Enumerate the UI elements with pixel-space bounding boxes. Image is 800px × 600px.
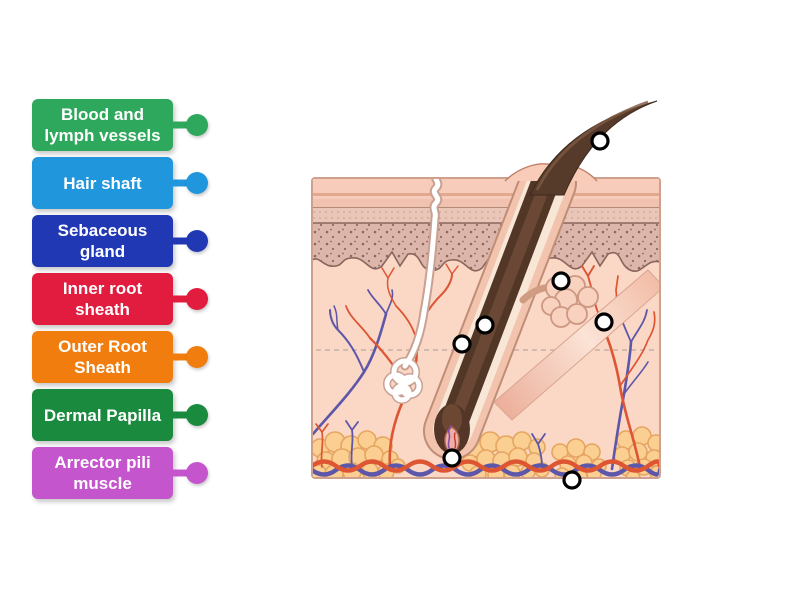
label-text: Sebaceous gland [57, 221, 148, 261]
arrector-pili-graphic [493, 269, 659, 421]
drop-target-marker[interactable] [594, 312, 614, 332]
sebaceous-gland-graphic [519, 275, 599, 328]
drop-target-markers [442, 131, 614, 490]
label-connector-stem [172, 469, 189, 477]
label-connector-stem [172, 295, 189, 303]
label-connector-dot [186, 114, 208, 136]
label-connector-dot [186, 288, 208, 310]
label-chip-dermal-papilla[interactable]: Dermal Papilla [32, 389, 208, 441]
label-chip-hair-shaft[interactable]: Hair shaft [32, 157, 208, 209]
label-connector-dot [186, 346, 208, 368]
label-chip-sebaceous-gland[interactable]: Sebaceous gland [32, 215, 208, 267]
label-connector-stem [172, 237, 189, 245]
label-connector-dot [186, 404, 208, 426]
label-connector-stem [172, 179, 189, 187]
dermal-papilla-graphic [444, 425, 460, 455]
label-text: Arrector pili muscle [54, 453, 151, 493]
hair-shaft-graphic [529, 100, 658, 196]
label-text: Inner root sheath [62, 279, 143, 319]
drop-target-marker[interactable] [562, 470, 582, 490]
label-connector-dot [186, 230, 208, 252]
label-chip-inner-root-sheath[interactable]: Inner root sheath [32, 273, 208, 325]
label-connector-stem [172, 411, 189, 419]
hair-follicle-graphic [423, 179, 577, 460]
drop-target-marker[interactable] [442, 448, 462, 468]
label-text: Hair shaft [63, 173, 142, 193]
drop-target-marker[interactable] [475, 315, 495, 335]
label-connector-dot [186, 172, 208, 194]
skin-block-border [311, 177, 661, 479]
drop-target-marker[interactable] [590, 131, 610, 151]
label-connector-stem [172, 121, 189, 129]
label-chip-outer-root-sheath[interactable]: Outer Root Sheath [32, 331, 208, 383]
label-chip-arrector-pili-muscle[interactable]: Arrector pili muscle [32, 447, 208, 499]
label-text: Outer Root Sheath [58, 337, 147, 377]
drop-target-marker[interactable] [551, 271, 571, 291]
label-text: Dermal Papilla [43, 405, 162, 425]
drop-target-marker[interactable] [452, 334, 472, 354]
label-text: Blood and lymph vessels [44, 105, 161, 145]
label-connector-dot [186, 462, 208, 484]
label-chip-blood-and-lymph-vessels[interactable]: Blood and lymph vessels [32, 99, 208, 151]
label-connector-stem [172, 353, 189, 361]
sweat-gland-graphic [383, 179, 443, 404]
